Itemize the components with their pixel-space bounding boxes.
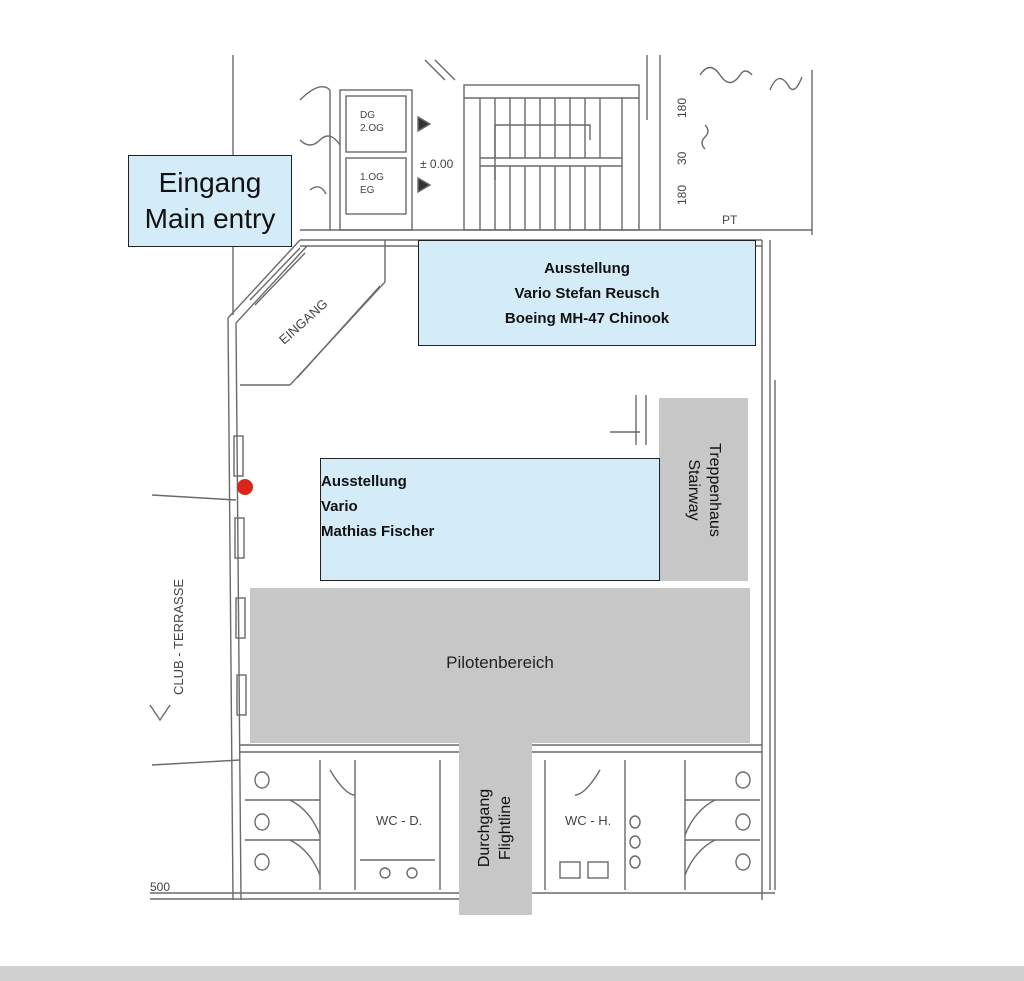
- dimension-180-a: 180: [675, 98, 689, 118]
- pt-label: PT: [722, 213, 738, 227]
- dimension-30: 30: [675, 151, 689, 165]
- wc-d-label: WC - D.: [376, 813, 422, 828]
- stairway-area[interactable]: Treppenhaus Stairway: [659, 398, 748, 581]
- level-label-1og: 1.OG: [360, 172, 384, 183]
- dimension-500: 500: [150, 880, 170, 894]
- level-label-dg: DG: [360, 110, 375, 121]
- exhibit-area-center[interactable]: Ausstellung Vario Mathias Fischer: [320, 458, 660, 581]
- exhibit-center-title: Ausstellung: [321, 473, 407, 490]
- flightline-passage[interactable]: Durchgang Flightline: [459, 741, 532, 915]
- eingang-plan-label: EINGANG: [276, 296, 331, 347]
- exhibit-top-title: Ausstellung: [544, 259, 630, 277]
- footer-bar: [0, 966, 1024, 981]
- entry-label-en: Main entry: [144, 203, 276, 234]
- entry-label-box: Eingang Main entry: [128, 155, 292, 247]
- exhibit-center-exhibitor: Mathias Fischer: [321, 523, 435, 540]
- stairway-label-de: Treppenhaus: [705, 442, 723, 537]
- pilot-area-label: Pilotenbereich: [446, 653, 554, 672]
- exhibit-center-subtitle: Vario: [321, 498, 358, 515]
- club-terrasse-label: CLUB - TERRASSE: [171, 579, 186, 695]
- level-label-eg: EG: [360, 185, 375, 196]
- wc-h-label: WC - H.: [565, 813, 611, 828]
- passage-label-de: Durchgang: [476, 788, 494, 868]
- pilot-area[interactable]: Pilotenbereich: [250, 588, 750, 743]
- stairway-label-en: Stairway: [684, 458, 702, 521]
- exhibit-top-aircraft: Boeing MH-47 Chinook: [504, 309, 670, 327]
- passage-label-en: Flightline: [497, 795, 515, 861]
- level-elevation: ± 0.00: [420, 157, 454, 171]
- location-marker[interactable]: [237, 479, 253, 495]
- level-label-2og: 2.OG: [360, 123, 384, 134]
- exhibit-top-exhibitor: Vario Stefan Reusch: [514, 284, 660, 302]
- exhibit-area-top[interactable]: Ausstellung Vario Stefan Reusch Boeing M…: [418, 240, 756, 346]
- dimension-180-b: 180: [675, 185, 689, 205]
- entry-label-de: Eingang: [158, 167, 262, 198]
